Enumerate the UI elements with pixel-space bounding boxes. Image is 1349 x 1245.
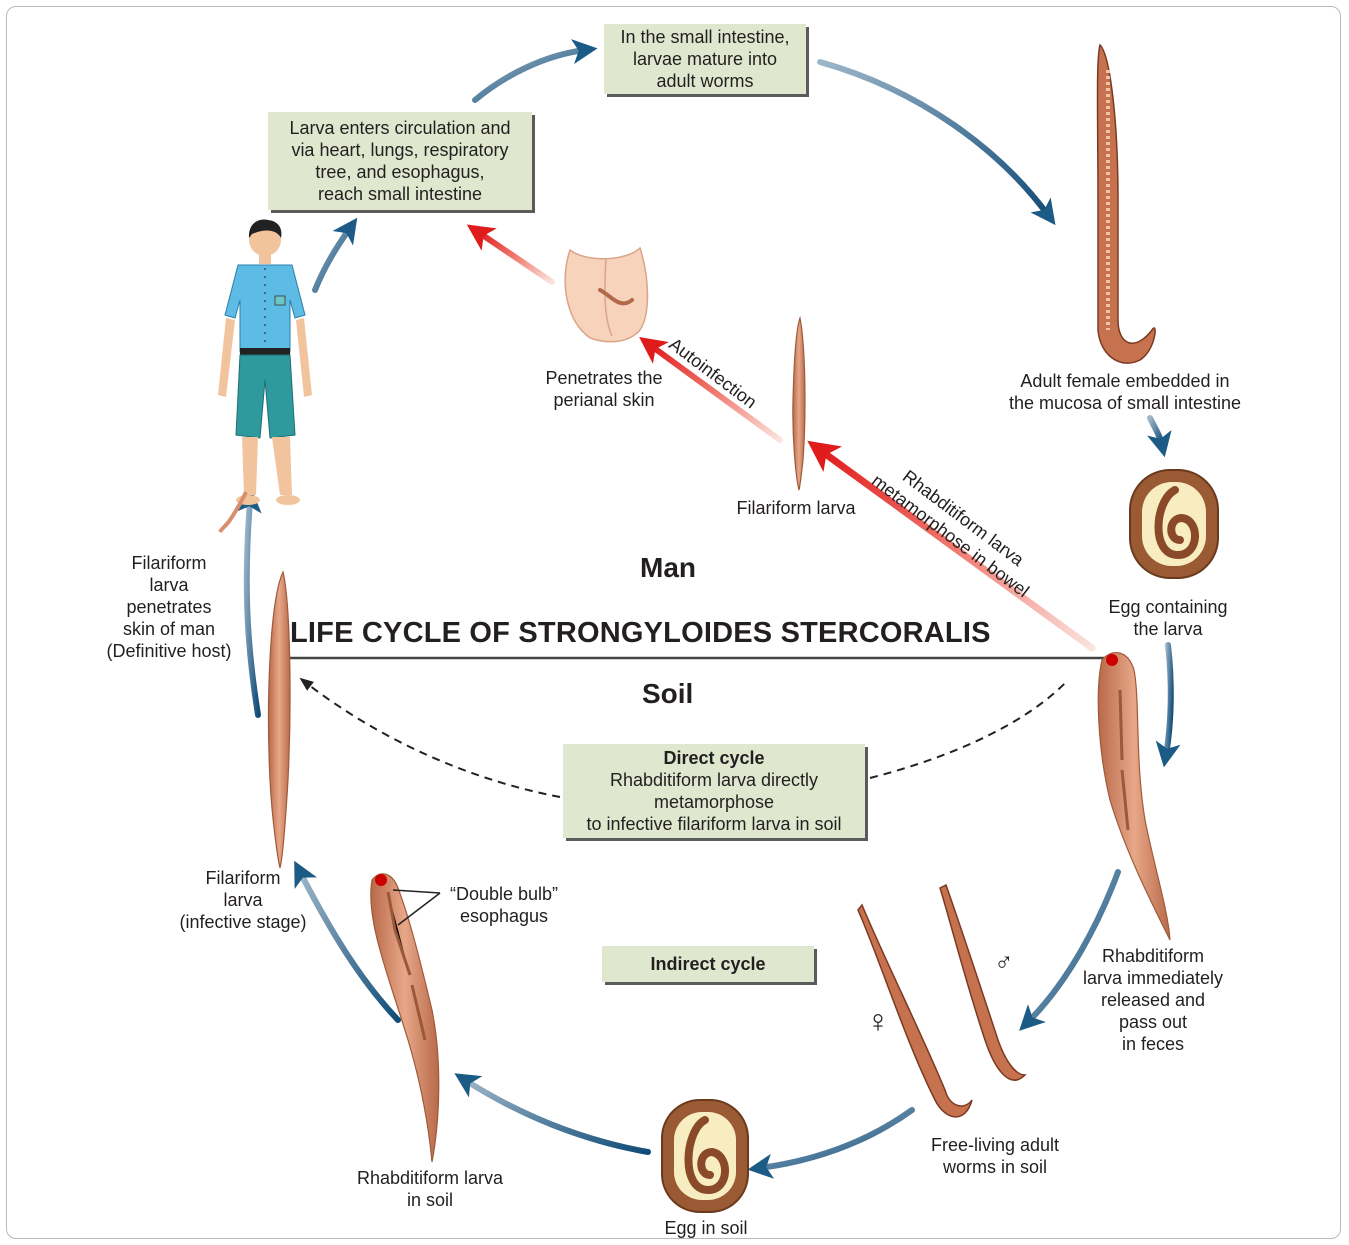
arrow-egg-to-rhabditiform bbox=[1166, 645, 1171, 755]
label-filariform-infective: Filariform larva (infective stage) bbox=[168, 867, 318, 933]
label-rhabditiform-feces: Rhabditiform larva immediately released … bbox=[1068, 945, 1238, 1055]
male-symbol: ♂ bbox=[994, 948, 1014, 976]
arrow-intestine-to-adult bbox=[820, 62, 1048, 215]
free-living-worms bbox=[858, 885, 1025, 1117]
arrow-freeliving-to-egg bbox=[760, 1110, 912, 1168]
human-figure bbox=[218, 220, 312, 532]
arrow-filariform-to-man bbox=[247, 500, 258, 715]
rhabditiform-larva-soil bbox=[371, 874, 440, 1162]
egg-in-soil bbox=[662, 1100, 748, 1212]
arrow-man-to-circulation bbox=[315, 228, 350, 290]
box-direct-cycle: Direct cycle Rhabditiform larva directly… bbox=[563, 744, 865, 838]
female-symbol: ♀ bbox=[866, 1004, 890, 1038]
filariform-larva-man bbox=[793, 318, 805, 490]
box-indirect-cycle: Indirect cycle bbox=[602, 946, 814, 982]
label-free-living-worms: Free-living adult worms in soil bbox=[915, 1134, 1075, 1178]
zone-man-label: Man bbox=[640, 552, 696, 584]
arrow-perianal-to-circulation bbox=[478, 232, 552, 282]
label-adult-female: Adult female embedded in the mucosa of s… bbox=[990, 370, 1260, 414]
cycle-arrows bbox=[247, 50, 1171, 1168]
label-egg-containing-larva: Egg containing the larva bbox=[1098, 596, 1238, 640]
arrow-circulation-to-intestine bbox=[475, 50, 585, 100]
label-rhabditiform-soil: Rhabditiform larva in soil bbox=[340, 1167, 520, 1211]
diagram-title: LIFE CYCLE OF STRONGYLOIDES STERCORALIS bbox=[290, 617, 991, 650]
arrow-adult-to-egg bbox=[1150, 418, 1162, 445]
egg-with-larva bbox=[1130, 470, 1218, 578]
adult-female-worm bbox=[1098, 45, 1156, 363]
label-filariform-larva: Filariform larva bbox=[726, 497, 866, 519]
zone-soil-label: Soil bbox=[642, 678, 693, 710]
filariform-larva-infective bbox=[269, 572, 291, 868]
perianal-skin-illustration bbox=[565, 248, 647, 342]
label-double-bulb: “Double bulb” esophagus bbox=[436, 883, 572, 927]
arrow-egg-to-rhab-soil bbox=[465, 1080, 648, 1152]
label-perianal: Penetrates the perianal skin bbox=[532, 367, 676, 411]
label-filariform-penetrates: Filariform larva penetrates skin of man … bbox=[96, 552, 242, 662]
box-small-intestine: In the small intestine, larvae mature in… bbox=[604, 24, 806, 94]
box-circulation: Larva enters circulation and via heart, … bbox=[268, 112, 532, 210]
label-egg-in-soil: Egg in soil bbox=[646, 1217, 766, 1239]
